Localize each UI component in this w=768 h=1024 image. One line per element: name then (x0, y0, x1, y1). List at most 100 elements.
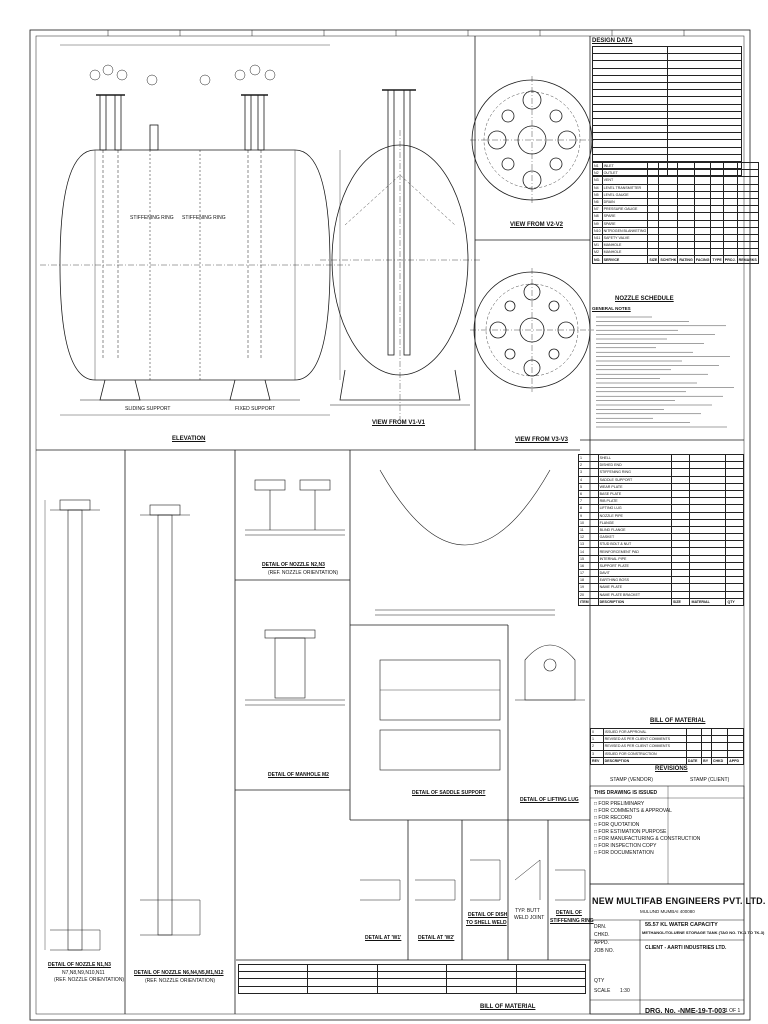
bom-row-cell: 1 (578, 453, 599, 463)
revision-row-cell: ISSUED FOR CONSTRUCTION (602, 749, 687, 758)
sheet-number: 1 OF 1 (725, 1008, 741, 1014)
design-data-row (592, 89, 742, 98)
design-data-row (592, 153, 742, 163)
nozzle-row-cell (658, 212, 679, 221)
caption-detail-nozzle-n2-b: (REF. NOZZLE ORIENTATION) (268, 570, 339, 576)
design-data-row (592, 125, 742, 134)
nozzle-row-cell (710, 233, 724, 243)
design-data-row (592, 103, 742, 112)
bom-row-cell (670, 453, 691, 463)
bom-row-cell (670, 547, 691, 556)
bom-row-cell: 3 (578, 468, 599, 477)
nozzle-row-cell (658, 176, 679, 185)
design-data-row (592, 96, 742, 105)
bom-row-cell (725, 497, 744, 506)
design-data-row (592, 74, 742, 83)
revision-row-header-cell: CHKD (710, 756, 729, 765)
design-data-row-cell (666, 139, 742, 148)
design-data-row (592, 117, 742, 127)
bom-row-cell: DISHED END (597, 461, 672, 470)
bom-row-cell: WEAR PLATE (597, 482, 672, 491)
view-v3-plan (470, 268, 594, 392)
nozzle-row-cell (647, 212, 660, 221)
label-stiffening-ring-2: STIFFENING RING (182, 215, 226, 221)
bom-row-cell (670, 461, 691, 470)
nozzle-row-cell (693, 190, 712, 199)
nozzle-row-cell (722, 161, 738, 171)
bom-row-cell (725, 475, 744, 484)
bom-row-cell (725, 576, 744, 585)
revision-row-header-cell: DATE (685, 756, 703, 765)
nozzle-row-cell (710, 241, 724, 250)
nozzle-row-cell (647, 205, 660, 214)
nozzle-row-cell (658, 248, 679, 257)
detail-saddle-drawing (375, 469, 555, 771)
elevation-tank (40, 44, 350, 416)
nozzle-row-cell (658, 190, 679, 199)
design-data-row (592, 139, 742, 148)
nozzle-row-cell (693, 241, 712, 250)
bom-small-row-cell (446, 985, 517, 994)
nozzle-row-cell: INLET (601, 161, 649, 171)
caption-typ-butt-b: WELD JOINT (514, 915, 545, 921)
caption-view-v2: VIEW FROM V2-V2 (510, 222, 564, 228)
revision-row-header-cell: DESCRIPTION (602, 756, 687, 765)
bom-row-cell: 5 (578, 482, 599, 491)
company-address: MULUND MUMBAI 400080 (640, 909, 695, 914)
bom-row-cell (670, 590, 691, 599)
nozzle-row-cell: PRESSURE GAUGE (601, 205, 649, 214)
caption-detail-saddle: DETAIL OF SADDLE SUPPORT (412, 790, 486, 796)
bom-row-cell: 20 (578, 590, 599, 599)
bom-row-cell (670, 561, 691, 571)
nozzle-row-cell (722, 197, 738, 207)
bom-row-cell (725, 525, 744, 535)
issue-checklist-item: □ FOR ESTIMATION PURPOSE (594, 829, 667, 835)
design-data-row-cell (592, 103, 668, 112)
caption-detail-stiffening-b: STIFFENING RING (550, 918, 594, 924)
design-data-row-cell (592, 153, 668, 163)
bom-row-cell: 2 (578, 461, 599, 470)
client-name: CLIENT - AARTI INDUSTRIES LTD. (645, 945, 727, 951)
nozzle-row-cell (647, 190, 660, 199)
nozzle-row-cell (658, 183, 679, 192)
design-data-row-cell (666, 74, 742, 83)
caption-detail-nozzle-n6: DETAIL OF NOZZLE N6,N4,N5,M1,N12 (134, 970, 224, 976)
design-data-row-cell (592, 60, 668, 69)
revision-row-cell: 2 (590, 742, 604, 751)
bom-row-cell: 7 (578, 497, 599, 506)
design-data-row-cell (666, 89, 742, 98)
design-data-row-cell (666, 67, 742, 76)
caption-detail-nozzle-n1: DETAIL OF NOZZLE N1,N3 (48, 962, 111, 968)
drawing-title-2: METHANOL/TOLUENE STORAGE TANK (TAG NO. T… (642, 930, 765, 935)
weld-details (360, 859, 586, 901)
nozzle-row-header-cell: REMARKS (736, 255, 759, 264)
nozzle-row-cell (677, 241, 695, 250)
design-data-row-cell (666, 45, 742, 55)
bom-small-row-cell (237, 963, 309, 973)
nozzle-row-cell (693, 233, 712, 243)
nozzle-row-cell (693, 169, 712, 178)
nozzle-row-cell (647, 226, 660, 235)
bom-row-cell (689, 533, 727, 542)
caption-general-notes: GENERAL NOTES (592, 306, 631, 311)
nozzle-row-header-cell: SERVICE (601, 255, 649, 264)
bom-row-cell (689, 475, 727, 484)
nozzle-row-cell (658, 169, 679, 178)
caption-detail-manhole: DETAIL OF MANHOLE M2 (268, 772, 329, 778)
drawing-number-label: DRG. No. - (645, 1008, 680, 1015)
nozzle-row-cell (693, 248, 712, 257)
nozzle-row-cell (722, 190, 738, 199)
view-v2-plan (470, 76, 594, 204)
